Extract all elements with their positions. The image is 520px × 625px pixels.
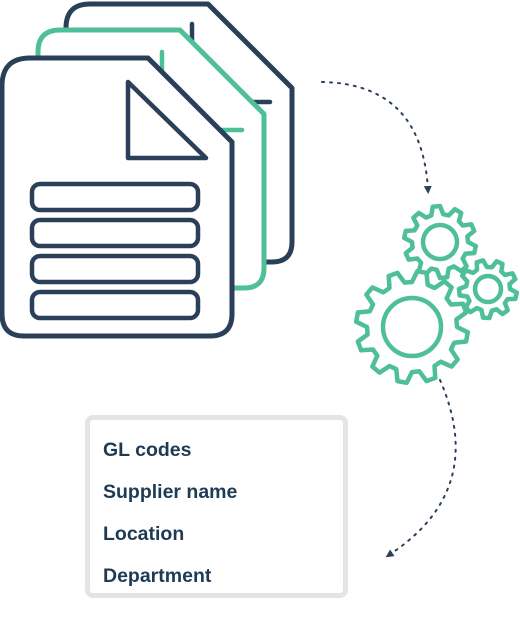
field-supplier-name: Supplier name — [103, 481, 238, 503]
large-gear-hole — [380, 295, 444, 359]
fields-card: GL codes Supplier name Location Departme… — [85, 415, 348, 598]
document-line — [29, 289, 201, 321]
field-department: Department — [103, 565, 212, 587]
document-line — [29, 253, 201, 285]
field-location: Location — [103, 523, 185, 545]
front-document-fold — [125, 79, 209, 161]
document-line — [29, 181, 201, 213]
document-line — [29, 217, 201, 249]
dotted-arrow-icon — [321, 81, 432, 194]
document-stack-icon — [0, 1, 295, 339]
small-gear-hole — [420, 222, 460, 262]
tiny-gear — [456, 258, 520, 321]
document-lines — [29, 181, 201, 321]
small-gear — [401, 203, 479, 281]
gears-icon — [353, 203, 520, 386]
dotted-arrow-icon — [385, 379, 457, 558]
tiny-gear-hole — [472, 273, 504, 305]
large-gear — [353, 268, 471, 386]
field-gl-codes: GL codes — [103, 439, 192, 461]
